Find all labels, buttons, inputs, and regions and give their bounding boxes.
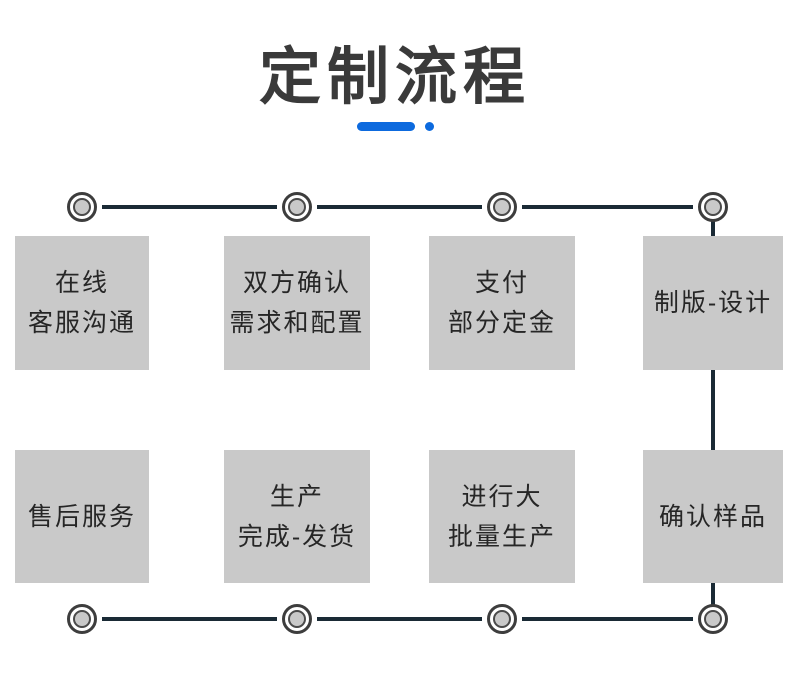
step-label-line: 制版-设计 (653, 289, 773, 317)
step-mass-production: 进行大 批量生产 (429, 450, 575, 583)
flow-node-circle-top-2 (282, 192, 312, 222)
flow-node-core (704, 610, 722, 628)
flow-node-core (288, 198, 306, 216)
step-label-line: 确认样品 (658, 502, 767, 531)
flow-node-circle-bottom-2 (282, 604, 312, 634)
title-underline (0, 122, 790, 131)
step-label-line: 在线 (54, 269, 109, 297)
step-label-line: 进行大 (461, 482, 543, 511)
step-after-sales-service: 售后服务 (15, 450, 149, 583)
step-label-line: 需求和配置 (229, 309, 365, 337)
flow-node-circle-top-3 (487, 192, 517, 222)
flow-node-core (73, 610, 91, 628)
flow-node-core (493, 610, 511, 628)
step-label-line: 批量生产 (447, 522, 556, 551)
step-confirm-requirements: 双方确认 需求和配置 (224, 236, 370, 370)
flow-node-circle-bottom-4 (698, 604, 728, 634)
step-label-line: 双方确认 (242, 269, 351, 297)
page-title: 定制流程 (258, 43, 531, 112)
step-online-service: 在线 客服沟通 (15, 236, 149, 370)
flow-node-core (73, 198, 91, 216)
connector-bottom-segment-3 (522, 617, 693, 621)
flow-node-circle-bottom-3 (487, 604, 517, 634)
step-production-shipping: 生产 完成-发货 (224, 450, 370, 583)
step-label-line: 售后服务 (27, 502, 136, 531)
flow-node-circle-top-1 (67, 192, 97, 222)
underline-dot-icon (424, 122, 434, 131)
underline-bar-icon (356, 122, 415, 131)
connector-vertical-plate-design-to-sample (711, 370, 715, 450)
step-label-line: 部分定金 (447, 309, 556, 337)
step-label-line: 完成-发货 (237, 522, 357, 551)
connector-top-segment-1 (102, 205, 277, 209)
connector-vertical-node-to-plate-design (711, 221, 715, 237)
step-label-line: 客服沟通 (27, 309, 136, 337)
connector-vertical-sample-to-node (711, 583, 715, 605)
flow-node-circle-bottom-1 (67, 604, 97, 634)
flow-node-circle-top-4 (698, 192, 728, 222)
connector-bottom-segment-2 (317, 617, 482, 621)
step-pay-deposit: 支付 部分定金 (429, 236, 575, 370)
step-confirm-sample: 确认样品 (643, 450, 783, 583)
step-plate-design: 制版-设计 (643, 236, 783, 370)
flow-node-core (704, 198, 722, 216)
connector-top-segment-3 (522, 205, 693, 209)
connector-top-segment-2 (317, 205, 482, 209)
connector-bottom-segment-1 (102, 617, 277, 621)
step-label-line: 支付 (474, 269, 529, 297)
flow-node-core (493, 198, 511, 216)
step-label-line: 生产 (269, 482, 324, 511)
flow-node-core (288, 610, 306, 628)
